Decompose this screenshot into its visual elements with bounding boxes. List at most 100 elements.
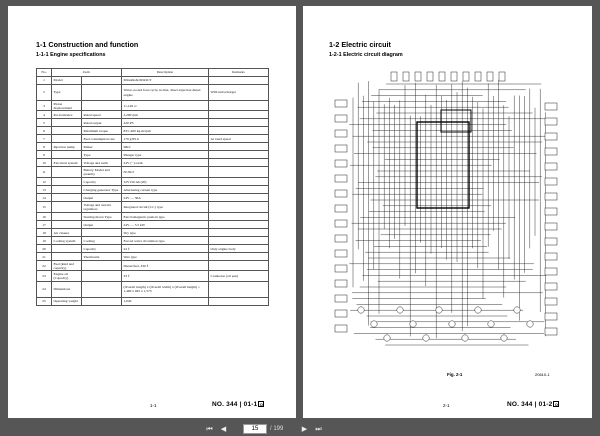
circuit-component [435,306,443,314]
item-group [51,177,82,187]
description: Dry type [121,228,210,238]
description: 2,200 rpm [121,110,210,120]
section-title: 1-1 Construction and function [36,40,139,49]
circuit-component [334,249,348,258]
row-number: 18 [36,228,52,238]
remarks [208,252,270,262]
item-group: Type [51,84,82,101]
circuit-component [334,159,348,168]
circuit-component [334,279,348,288]
description: Mitsubishi 6D22CT [121,76,210,85]
item-detail [80,270,123,282]
remarks: Crankcase (oil pan) [208,270,270,282]
circuit-component [448,320,456,328]
circuit-connector [498,71,506,82]
circuit-component [357,306,365,314]
circuit-component [526,320,534,328]
remarks [208,212,270,222]
page-number: 2-1 [443,403,450,408]
row-number: 21 [36,252,52,262]
item-detail: Thermostat [80,252,123,262]
item-group [51,150,82,160]
remarks: With turbocharger [208,84,270,101]
description: Forced water circulation type [121,236,210,246]
circuit-connector [426,71,434,82]
circuit-component [334,324,348,333]
description: DKC [121,142,210,152]
total-pages-label: / 199 [270,426,284,432]
item-detail: Charging generator Type [80,185,123,195]
next-page-icon[interactable]: ▶ [301,425,308,433]
remarks [208,236,270,246]
circuit-component [334,294,348,303]
remarks [208,150,270,160]
circuit-component [334,129,348,138]
current-page-input[interactable]: 15 [243,424,267,434]
circuit-connector [486,71,494,82]
item-group [51,212,82,222]
item-group: Air cleaner [51,228,82,238]
item-group [51,201,82,214]
row-number: 3 [36,99,52,112]
circuit-component [334,99,348,108]
item-detail: Maker [80,142,123,152]
item-detail: Capacity [80,244,123,254]
row-number: 25 [36,296,52,306]
circuit-component [334,189,348,198]
circuit-component [334,204,348,213]
remarks [208,76,270,85]
description: 1,040 [121,296,210,306]
right-document-page: 1-2 Electric circuit 1-2-1 Electric circ… [303,6,592,418]
first-page-icon[interactable]: ⏮ [206,425,213,433]
remarks [208,220,270,230]
circuit-component [544,147,558,156]
circuit-component [396,306,404,314]
page-number: 1-1 [150,403,157,408]
item-detail: Fuel consumption rate [80,134,123,144]
circuit-component [544,132,558,141]
circuit-component [334,114,348,123]
remarks [208,142,270,152]
circuit-component [544,252,558,261]
item-detail: Type [80,150,123,160]
circuit-component [370,320,378,328]
row-number: 7 [36,134,52,144]
description: Electromagnetic push-in type [121,212,210,222]
circuit-component [544,162,558,171]
row-number: 9 [36,150,52,160]
last-page-icon[interactable]: ⏭ [315,425,322,433]
item-detail [80,228,123,238]
prev-page-icon[interactable]: ◀ [220,425,227,433]
row-number: 10 [36,158,52,168]
description: 24V (−) earth [121,158,210,168]
item-group [51,118,82,128]
item-group [51,185,82,195]
remarks [208,185,270,195]
circuit-component [474,306,482,314]
row-number: 20 [36,244,52,254]
item-group [51,166,82,179]
item-detail: Rated speed [80,110,123,120]
description: Diesel fuel, 330 ℓ [121,260,210,272]
circuit-connector [414,71,422,82]
item-detail [80,99,123,112]
circuit-connector [438,71,446,82]
circuit-component [544,102,558,111]
description: 83/1,400 kg-m/rpm [121,126,210,136]
item-group: Dimensions [51,280,82,298]
document-number-text: NO. 344 | 01-2 [507,401,553,408]
